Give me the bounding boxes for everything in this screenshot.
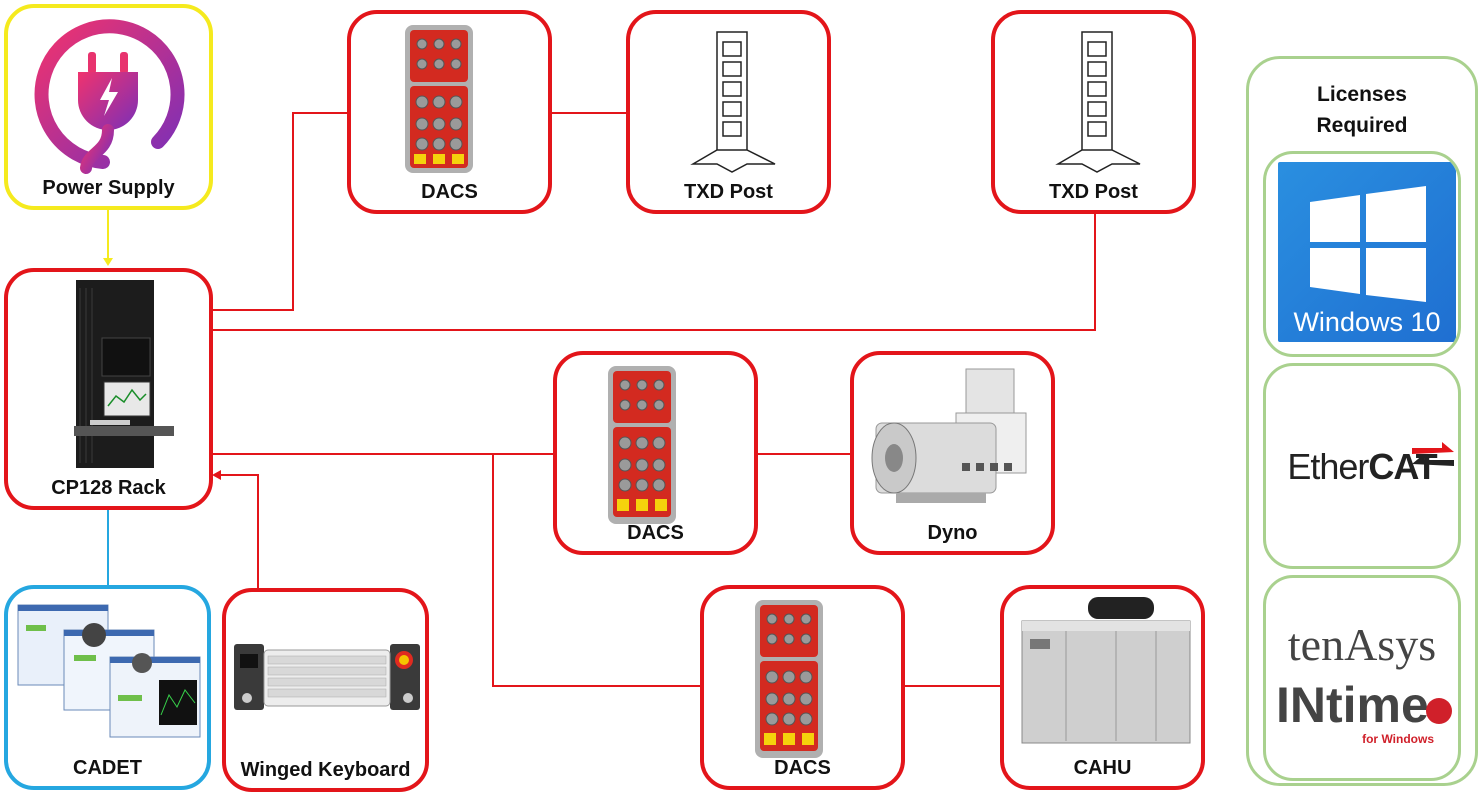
dyno-motor-icon xyxy=(871,368,1027,503)
cadet-node[interactable]: CADET xyxy=(4,585,211,790)
node-label: CP128 Rack xyxy=(51,477,166,499)
intime-dot-icon xyxy=(1426,698,1452,724)
windows-license[interactable]: Windows 10 xyxy=(1263,151,1461,357)
rack-dacs-bottom-link xyxy=(492,454,701,687)
cadet-screens-icon xyxy=(17,604,201,738)
dacs-module-icon xyxy=(755,600,823,758)
windows-icon xyxy=(1310,186,1426,302)
node-label: TXD Post xyxy=(1049,181,1138,203)
ethercat-prefix: Ether xyxy=(1287,446,1369,487)
dacs-module-icon xyxy=(405,25,473,173)
tenasys-logo: tenAsys xyxy=(1287,619,1437,670)
rack-dacs-top-link xyxy=(212,112,348,311)
node-label: TXD Post xyxy=(684,181,773,203)
intime-logo: INtime xyxy=(1276,677,1429,733)
keyboard-link xyxy=(220,474,259,589)
cahu-unit-icon xyxy=(1021,597,1191,744)
winged-keyboard-node[interactable]: Winged Keyboard xyxy=(222,588,429,792)
dacs-module-icon xyxy=(608,366,676,524)
rack-txd2-link xyxy=(212,214,1096,331)
licenses-panel: Licenses Required Windows 10 EtherCAT te… xyxy=(1246,56,1478,786)
node-label: CAHU xyxy=(1073,757,1132,779)
txd-post-1-node[interactable]: TXD Post xyxy=(626,10,831,214)
cahu-node[interactable]: CAHU xyxy=(1000,585,1205,790)
dyno-node[interactable]: Dyno xyxy=(850,351,1055,555)
windows-logo: Windows 10 xyxy=(1278,162,1456,342)
ethercat-logo: EtherCAT xyxy=(1266,446,1458,488)
ethercat-arrows-icon xyxy=(1412,442,1454,466)
licenses-title: Licenses Required xyxy=(1249,79,1475,141)
keyboard-link-arrowhead xyxy=(212,470,221,480)
for-windows-label: for Windows xyxy=(1362,732,1434,746)
intime-license[interactable]: tenAsys INtime for Windows xyxy=(1263,575,1461,781)
licenses-title-line2: Required xyxy=(1316,114,1408,137)
keyboard-icon xyxy=(234,644,420,710)
rack-cabinet-icon xyxy=(74,280,174,468)
power-link-arrowhead xyxy=(103,258,113,266)
power-supply-node[interactable]: Power Supply xyxy=(4,4,213,210)
ethercat-license[interactable]: EtherCAT xyxy=(1263,363,1461,569)
node-label: Winged Keyboard xyxy=(240,759,411,781)
cp128-rack-node[interactable]: CP128 Rack xyxy=(4,268,213,510)
node-label: Dyno xyxy=(927,522,978,544)
node-label: DACS xyxy=(421,181,478,203)
txd-post-2-node[interactable]: TXD Post xyxy=(991,10,1196,214)
node-label: DACS xyxy=(627,522,684,544)
dacs-top-node[interactable]: DACS xyxy=(347,10,552,214)
dacs-bottom-node[interactable]: DACS xyxy=(700,585,905,790)
node-label: DACS xyxy=(774,757,831,779)
dacs-mid-node[interactable]: DACS xyxy=(553,351,758,555)
licenses-title-line1: Licenses xyxy=(1317,83,1407,106)
windows-label: Windows 10 xyxy=(1293,307,1441,337)
txd-post-icon xyxy=(1055,31,1141,173)
node-label: CADET xyxy=(73,757,142,779)
node-label: Power Supply xyxy=(42,177,175,199)
txd-post-icon xyxy=(690,31,776,173)
power-plug-icon xyxy=(34,19,185,174)
